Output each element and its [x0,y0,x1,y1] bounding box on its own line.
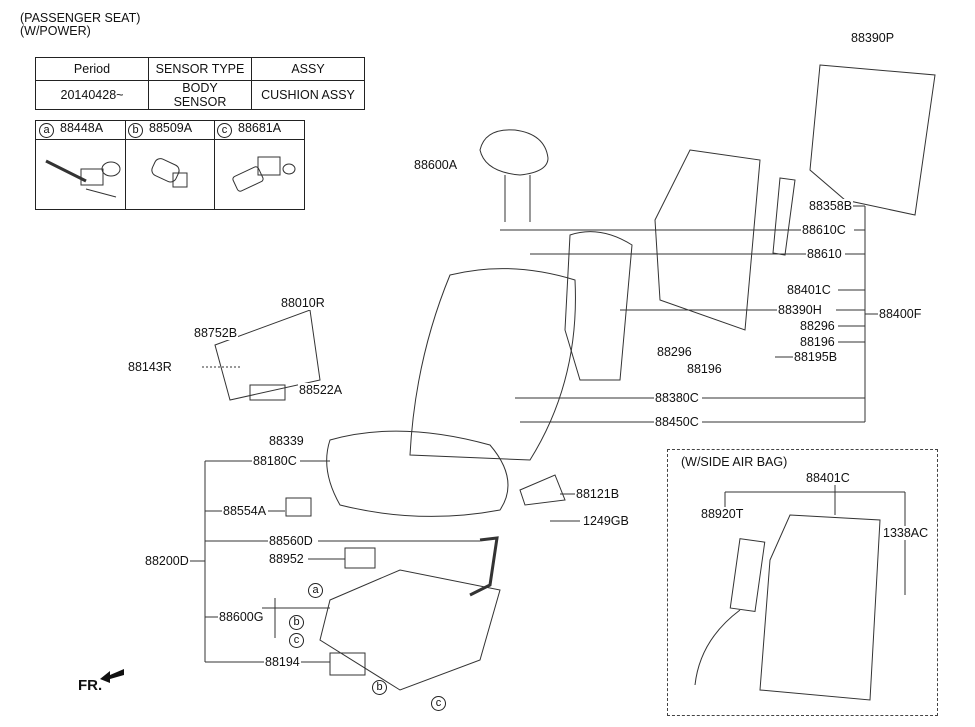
table-header-row: Period SENSOR TYPE ASSY [35,57,365,81]
table-row: 20140428~ BODY SENSOR CUSHION ASSY [35,80,365,110]
label-88610C: 88610C [801,223,847,237]
cushion-frame-shape [319,569,501,691]
back-pad-shape [564,231,633,381]
callout-b: b [289,615,304,630]
callout-icon: c [217,123,232,138]
back-cover-shape [409,268,576,461]
label-88180C: 88180C [252,454,298,468]
part-number: 88681A [238,121,282,135]
table-cell: CUSHION ASSY [251,80,365,110]
label-88600A: 88600A [413,158,459,172]
leader-lines [190,205,906,663]
side-shield-shape [214,309,321,401]
label-88196-left: 88196 [686,362,723,376]
callout-b-lower: b [372,680,387,695]
label-88010R: 88010R [280,296,326,310]
label-88920T: 88920T [700,507,745,521]
callout-a: a [308,583,323,598]
label-88600G: 88600G [218,610,265,624]
callout-c: c [289,633,304,648]
motor-icon [151,158,188,188]
label-88401C: 88401C [786,283,832,297]
part-number: 88448A [60,121,104,135]
airbag-title: (W/SIDE AIR BAG) [680,455,789,469]
side-airbag-box [667,449,938,716]
label-88121B: 88121B [575,487,621,501]
label-88400F: 88400F [878,307,923,321]
lumbar-motor-icon [45,159,121,198]
label-88358B: 88358B [808,199,854,213]
label-88339: 88339 [268,434,305,448]
part-number: 88509A [149,121,193,135]
label-88200D: 88200D [144,554,190,568]
table-cell: 20140428~ [35,80,149,110]
motor-icon [232,156,296,192]
label-88390P: 88390P [850,31,896,45]
label-88390H: 88390H [777,303,823,317]
sub-part-c: c 88681A [214,121,304,209]
label-88195B: 88195B [793,350,839,364]
label-88450C: 88450C [654,415,700,429]
label-88296: 88296 [799,319,836,333]
header-line1: (PASSENGER SEAT) [20,11,141,25]
sub-part-b: b 88509A [125,121,215,209]
cushion-shape [326,430,509,517]
label-88380C: 88380C [654,391,700,405]
header-line2: (W/POWER) [20,24,91,38]
label-1249GB: 1249GB [582,514,630,528]
label-airbag-88401C: 88401C [805,471,851,485]
label-88952: 88952 [268,552,305,566]
label-88296-left: 88296 [656,345,693,359]
front-direction-label: FR. [78,669,124,694]
spec-table: Period SENSOR TYPE ASSY 20140428~ BODY S… [35,57,365,110]
label-1338AC: 1338AC [882,526,930,540]
label-88610: 88610 [806,247,843,261]
label-88522A: 88522A [298,383,344,397]
label-88143R: 88143R [127,360,173,374]
table-cell: BODY SENSOR [148,80,252,110]
sub-part-a: a 88448A [36,121,126,209]
headrest-shape [479,129,549,176]
diagram-header: (PASSENGER SEAT) (W/POWER) [20,12,140,38]
label-88560D: 88560D [268,534,314,548]
callout-c-lower: c [431,696,446,711]
seatback-frame-shape [654,149,761,331]
label-88194: 88194 [264,655,301,669]
label-88752B: 88752B [193,326,239,340]
back-panel-shape [809,64,936,216]
front-label-text: FR. [78,677,103,694]
label-88554A: 88554A [222,504,268,518]
label-88196: 88196 [799,335,836,349]
front-arrow-icon [100,669,124,683]
callout-icon: a [39,123,54,138]
sub-parts-table: a 88448A b 88509A c 88681A [35,120,305,210]
callout-icon: b [128,123,143,138]
